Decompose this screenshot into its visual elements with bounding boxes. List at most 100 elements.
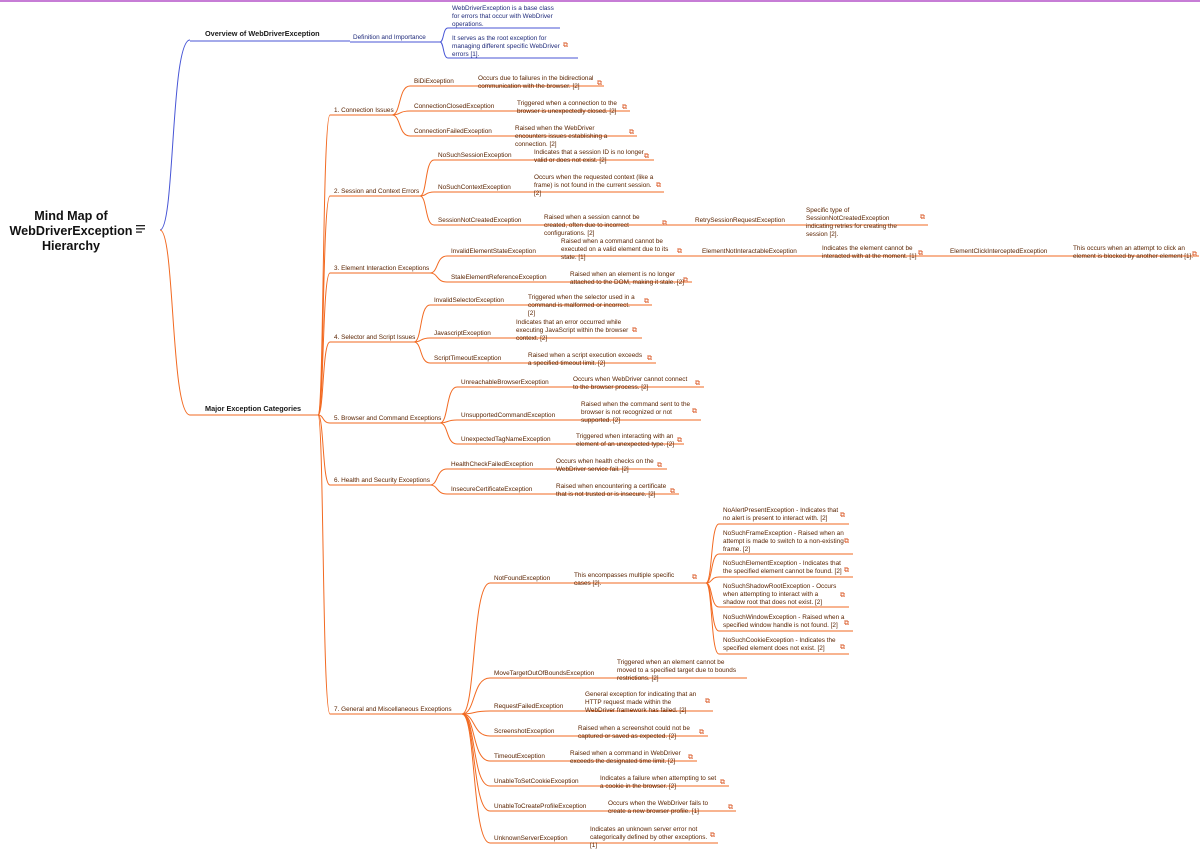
exception-node[interactable]: SessionNotCreatedException [438, 217, 522, 224]
external-link-icon[interactable]: ⧉ [710, 832, 715, 839]
exception-node[interactable]: NoSuchSessionException [438, 152, 512, 159]
notfound-subtype[interactable]: NoSuchWindowException - Raised when a sp… [723, 614, 845, 629]
exception-node[interactable]: ScriptTimeoutException [434, 355, 502, 362]
external-link-icon[interactable]: ⧉ [662, 220, 667, 227]
external-link-icon[interactable]: ⧉ [840, 512, 845, 519]
exception-node[interactable]: BiDiException [414, 78, 454, 85]
exception-description[interactable]: Indicates that an error occurred while e… [516, 319, 629, 342]
exception-description[interactable]: Raised when an element is no longer atta… [570, 271, 685, 286]
external-link-icon[interactable]: ⧉ [563, 42, 568, 49]
exception-description[interactable]: Occurs when the WebDriver fails to creat… [608, 800, 709, 815]
exception-node[interactable]: NoSuchContextException [438, 184, 511, 191]
exception-description[interactable]: Indicates an unknown server error not ca… [590, 826, 708, 849]
exception-description[interactable]: Raised when encountering a certificate t… [556, 483, 667, 498]
external-link-icon[interactable]: ⧉ [692, 574, 697, 581]
exception-description[interactable]: Raised when a command in WebDriver excee… [570, 750, 681, 765]
external-link-icon[interactable]: ⧉ [632, 327, 637, 334]
root-node-title[interactable]: Mind Map of WebDriverException Hierarchy [9, 209, 133, 253]
exception-description[interactable]: Raised when a script execution exceeds a… [528, 352, 643, 367]
notfound-subtype[interactable]: NoAlertPresentException - Indicates that… [723, 507, 839, 522]
category-node[interactable]: 1. Connection Issues [334, 107, 394, 114]
external-link-icon[interactable]: ⧉ [918, 250, 923, 257]
hamburger-menu-icon[interactable] [136, 224, 146, 234]
exception-node[interactable]: HealthCheckFailedException [451, 461, 534, 468]
exception-node[interactable]: UnsupportedCommandException [461, 412, 556, 419]
exception-node[interactable]: InvalidElementStateException [451, 248, 536, 255]
exception-node[interactable]: RetrySessionRequestException [695, 217, 785, 224]
exception-description[interactable]: Indicates a failure when attempting to s… [600, 775, 717, 790]
external-link-icon[interactable]: ⧉ [840, 592, 845, 599]
exception-node[interactable]: UnableToSetCookieException [494, 778, 579, 785]
notfound-subtype[interactable]: NoSuchCookieException - Indicates the sp… [723, 637, 836, 652]
exception-description[interactable]: Raised when the command sent to the brow… [581, 401, 691, 424]
major-categories-node[interactable]: Major Exception Categories [205, 404, 302, 413]
exception-node[interactable]: ElementClickInterceptedException [950, 248, 1048, 255]
exception-node[interactable]: TimeoutException [494, 753, 545, 760]
exception-node[interactable]: UnreachableBrowserException [461, 379, 549, 386]
exception-description[interactable]: Triggered when an element cannot be move… [617, 659, 737, 682]
exception-description[interactable]: Triggered when interacting with an eleme… [576, 433, 675, 448]
exception-description[interactable]: Triggered when the selector used in a co… [528, 294, 635, 317]
exception-description[interactable]: Raised when a session cannot be created,… [544, 214, 640, 237]
external-link-icon[interactable]: ⧉ [692, 408, 697, 415]
notfound-subtype[interactable]: NoSuchShadowRootException - Occurs when … [723, 583, 837, 606]
external-link-icon[interactable]: ⧉ [644, 153, 649, 160]
external-link-icon[interactable]: ⧉ [840, 644, 845, 651]
exception-node[interactable]: ElementNotInteractableException [702, 248, 797, 255]
external-link-icon[interactable]: ⧉ [844, 620, 849, 627]
external-link-icon[interactable]: ⧉ [705, 698, 710, 705]
exception-node[interactable]: ConnectionClosedException [414, 103, 495, 110]
category-node[interactable]: 5. Browser and Command Exceptions [334, 415, 442, 422]
category-node[interactable]: 4. Selector and Script Issues [334, 334, 416, 341]
exception-node[interactable]: ScreenshotException [494, 728, 555, 735]
category-node[interactable]: 2. Session and Context Errors [334, 188, 420, 195]
external-link-icon[interactable]: ⧉ [597, 80, 602, 87]
exception-description[interactable]: Occurs due to failures in the bidirectio… [478, 75, 594, 90]
definition-node[interactable]: Definition and Importance [353, 34, 426, 41]
external-link-icon[interactable]: ⧉ [688, 754, 693, 761]
external-link-icon[interactable]: ⧉ [920, 214, 925, 221]
exception-description[interactable]: Indicates the element cannot be interact… [822, 245, 917, 260]
exception-description[interactable]: This encompasses multiple specific cases… [574, 572, 675, 587]
external-link-icon[interactable]: ⧉ [670, 488, 675, 495]
definition-note[interactable]: WebDriverException is a base class for e… [452, 5, 554, 28]
exception-description[interactable]: Occurs when health checks on the WebDriv… [556, 458, 654, 473]
exception-node[interactable]: ConnectionFailedException [414, 128, 492, 135]
exception-description[interactable]: Indicates that a session ID is no longer… [534, 149, 644, 164]
exception-description[interactable]: Occurs when WebDriver cannot connect to … [573, 376, 688, 391]
external-link-icon[interactable]: ⧉ [647, 355, 652, 362]
external-link-icon[interactable]: ⧉ [695, 380, 700, 387]
exception-node[interactable]: JavascriptException [434, 330, 491, 337]
exception-description[interactable]: Raised when a command cannot be executed… [561, 238, 669, 261]
notfound-subtype[interactable]: NoSuchElementException - Indicates that … [723, 560, 842, 575]
exception-node[interactable]: InsecureCertificateException [451, 486, 533, 493]
external-link-icon[interactable]: ⧉ [677, 437, 682, 444]
external-link-icon[interactable]: ⧉ [844, 538, 849, 545]
external-link-icon[interactable]: ⧉ [1192, 251, 1197, 258]
category-node[interactable]: 3. Element Interaction Exceptions [334, 265, 430, 272]
exception-node[interactable]: UnexpectedTagNameException [461, 436, 551, 443]
external-link-icon[interactable]: ⧉ [656, 182, 661, 189]
definition-note[interactable]: It serves as the root exception for mana… [452, 35, 560, 58]
exception-description[interactable]: General exception for indicating that an… [585, 691, 697, 714]
external-link-icon[interactable]: ⧉ [677, 248, 682, 255]
exception-node[interactable]: RequestFailedException [494, 703, 564, 710]
external-link-icon[interactable]: ⧉ [699, 729, 704, 736]
exception-node[interactable]: NotFoundException [494, 575, 551, 582]
exception-node[interactable]: StaleElementReferenceException [451, 274, 547, 281]
exception-description[interactable]: Occurs when the requested context (like … [534, 174, 654, 197]
external-link-icon[interactable]: ⧉ [720, 779, 725, 786]
exception-node[interactable]: UnknownServerException [494, 835, 568, 842]
category-node[interactable]: 6. Health and Security Exceptions [334, 477, 430, 484]
external-link-icon[interactable]: ⧉ [844, 567, 849, 574]
external-link-icon[interactable]: ⧉ [644, 298, 649, 305]
category-node[interactable]: 7. General and Miscellaneous Exceptions [334, 706, 452, 713]
exception-node[interactable]: InvalidSelectorException [434, 297, 504, 304]
exception-description[interactable]: Raised when the WebDriver encounters iss… [515, 125, 608, 148]
overview-node[interactable]: Overview of WebDriverException [205, 29, 320, 38]
notfound-subtype[interactable]: NoSuchFrameException - Raised when an at… [723, 530, 844, 553]
exception-node[interactable]: MoveTargetOutOfBoundsException [494, 670, 595, 677]
external-link-icon[interactable]: ⧉ [622, 104, 627, 111]
external-link-icon[interactable]: ⧉ [657, 462, 662, 469]
exception-description[interactable]: Triggered when a connection to the brows… [517, 100, 617, 115]
